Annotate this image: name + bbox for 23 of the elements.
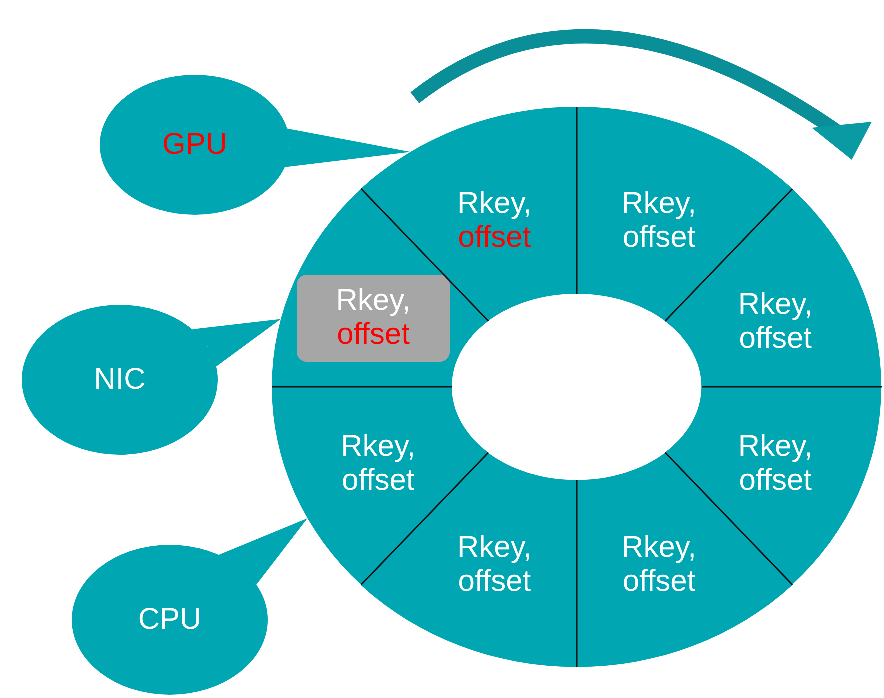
segment-label: Rkey,: [341, 430, 416, 464]
callout-label: NIC: [94, 363, 146, 397]
segment-label: offset: [622, 220, 696, 255]
segment-label: Rkey,: [622, 531, 696, 566]
segment-label: Rkey,: [457, 531, 532, 566]
segment-label: offset: [457, 565, 532, 600]
callout-label: GPU: [162, 128, 228, 162]
segment-label: offset: [341, 464, 416, 498]
segment-label: Rkey,: [738, 288, 813, 322]
segment-label: offset: [457, 220, 532, 255]
segment-label: offset: [738, 464, 813, 498]
callout-tail: [285, 128, 411, 168]
segment-label: offset: [738, 322, 813, 356]
segment-label: Rkey,: [738, 430, 813, 464]
callout-tail: [219, 518, 308, 585]
callout-label: CPU: [138, 603, 202, 637]
segment-label: Rkey,: [622, 186, 696, 221]
segment-label: Rkey,: [336, 284, 411, 318]
segment-label: offset: [337, 318, 410, 352]
segment-label: Rkey,: [457, 186, 532, 221]
highlight-box: [297, 274, 450, 362]
segment-label: offset: [622, 565, 696, 600]
callout-tail: [192, 319, 282, 367]
